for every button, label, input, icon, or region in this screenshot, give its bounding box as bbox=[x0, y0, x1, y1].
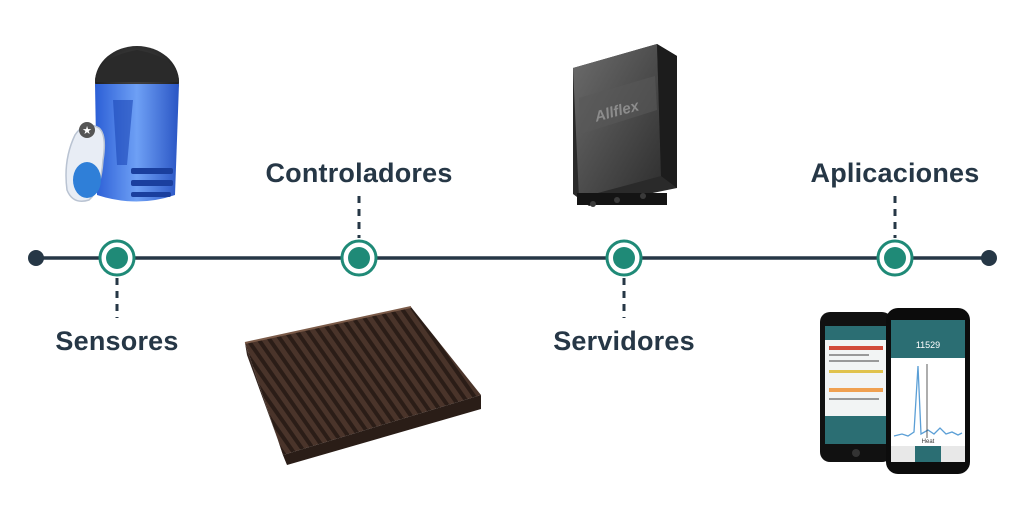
timeline-end-dot bbox=[981, 250, 997, 266]
back-phone bbox=[820, 312, 892, 462]
sensor-tag-device-icon: ★ bbox=[65, 46, 179, 202]
node-servidores bbox=[605, 239, 643, 277]
front-phone: 11529 Heat bbox=[886, 308, 970, 474]
stage-label-controladores: Controladores bbox=[265, 158, 453, 188]
node-sensores bbox=[98, 239, 136, 277]
stage-label-aplicaciones: Aplicaciones bbox=[810, 158, 980, 188]
mobile-app-phones-icon: 11529 Heat bbox=[820, 308, 970, 474]
phone-header-id: 11529 bbox=[916, 340, 940, 350]
timeline-start-dot bbox=[28, 250, 44, 266]
stage-label-sensores: Sensores bbox=[55, 326, 179, 356]
phone-footer-tab: Heat bbox=[922, 439, 935, 445]
server-enclosure-device-icon: Allflex bbox=[573, 44, 677, 207]
node-controladores bbox=[340, 239, 378, 277]
svg-text:★: ★ bbox=[82, 124, 92, 137]
controller-box-device-icon bbox=[244, 306, 481, 465]
ear-tag: ★ bbox=[65, 122, 106, 202]
stage-label-servidores: Servidores bbox=[553, 326, 695, 356]
node-aplicaciones bbox=[876, 239, 914, 277]
